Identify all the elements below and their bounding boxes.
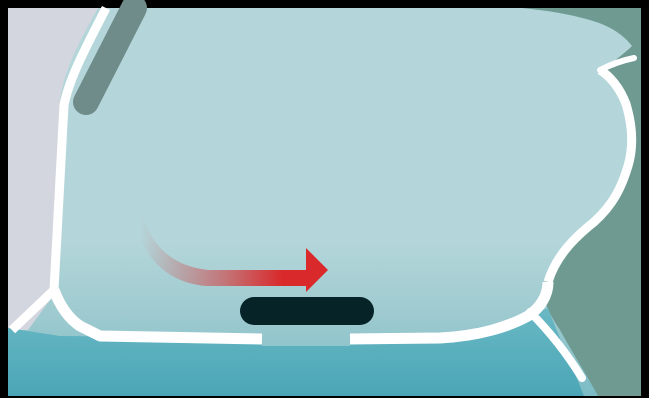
dark-bar xyxy=(240,297,374,325)
